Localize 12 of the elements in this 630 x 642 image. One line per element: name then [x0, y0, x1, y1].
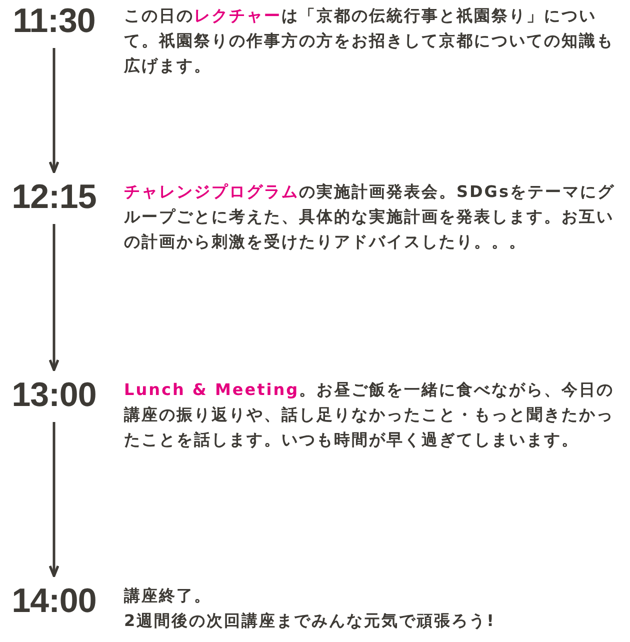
description-text: チャレンジプログラムの実施計画発表会。SDGsをテーマにグループごとに考えた、具体的な実施計画を発表します。お互いの計画から刺激を受けたりアドバイスしたり。。。 [124, 181, 616, 253]
description-text: 講座終了。 [124, 585, 212, 607]
arrow [48, 224, 60, 372]
time-label: 12:15 [0, 178, 108, 216]
description-text: この日のレクチャーは「京都の伝統行事と祇園祭り」について。祇園祭りの作事方の方をお招きして京都についての知識も広げます。 [124, 5, 615, 77]
time-label: 14:00 [0, 582, 108, 620]
arrow [48, 48, 60, 174]
description-text: 2週間後の次回講座までみんな元気で頑張ろう! [124, 610, 496, 632]
arrow [48, 422, 60, 578]
time-label: 13:00 [0, 376, 108, 414]
time-label: 11:30 [0, 2, 108, 40]
description-text: Lunch & Meeting。お昼ご飯を一緒に食べながら、今日の講座の振り返りや、話し足りなかったこと・もっと聞きたかったことを話します。いつも時間が早く過ぎてしまいます。 [124, 379, 616, 451]
